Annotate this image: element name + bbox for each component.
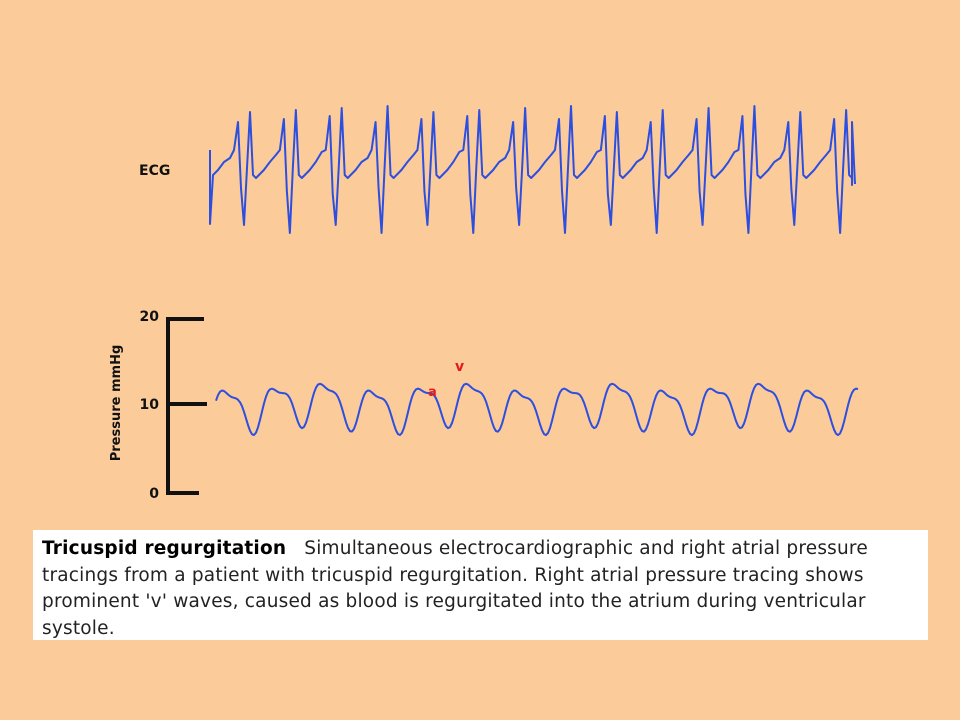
annotation-v: v — [455, 359, 464, 375]
annotation-a: a — [428, 385, 437, 400]
tick-label-20: 20 — [140, 309, 160, 325]
ecg-label: ECG — [139, 163, 170, 179]
pressure-trace — [215, 382, 859, 437]
pressure-axis — [166, 317, 207, 495]
ecg-trace — [209, 105, 856, 234]
tick-label-10: 10 — [140, 397, 160, 413]
caption-title: Tricuspid regurgitation — [42, 538, 287, 559]
caption-body: Simultaneous electrocardiographic and ri… — [42, 538, 868, 639]
tick-label-0: 0 — [149, 486, 159, 502]
pressure-axis-label: Pressure mmHg — [109, 345, 124, 462]
